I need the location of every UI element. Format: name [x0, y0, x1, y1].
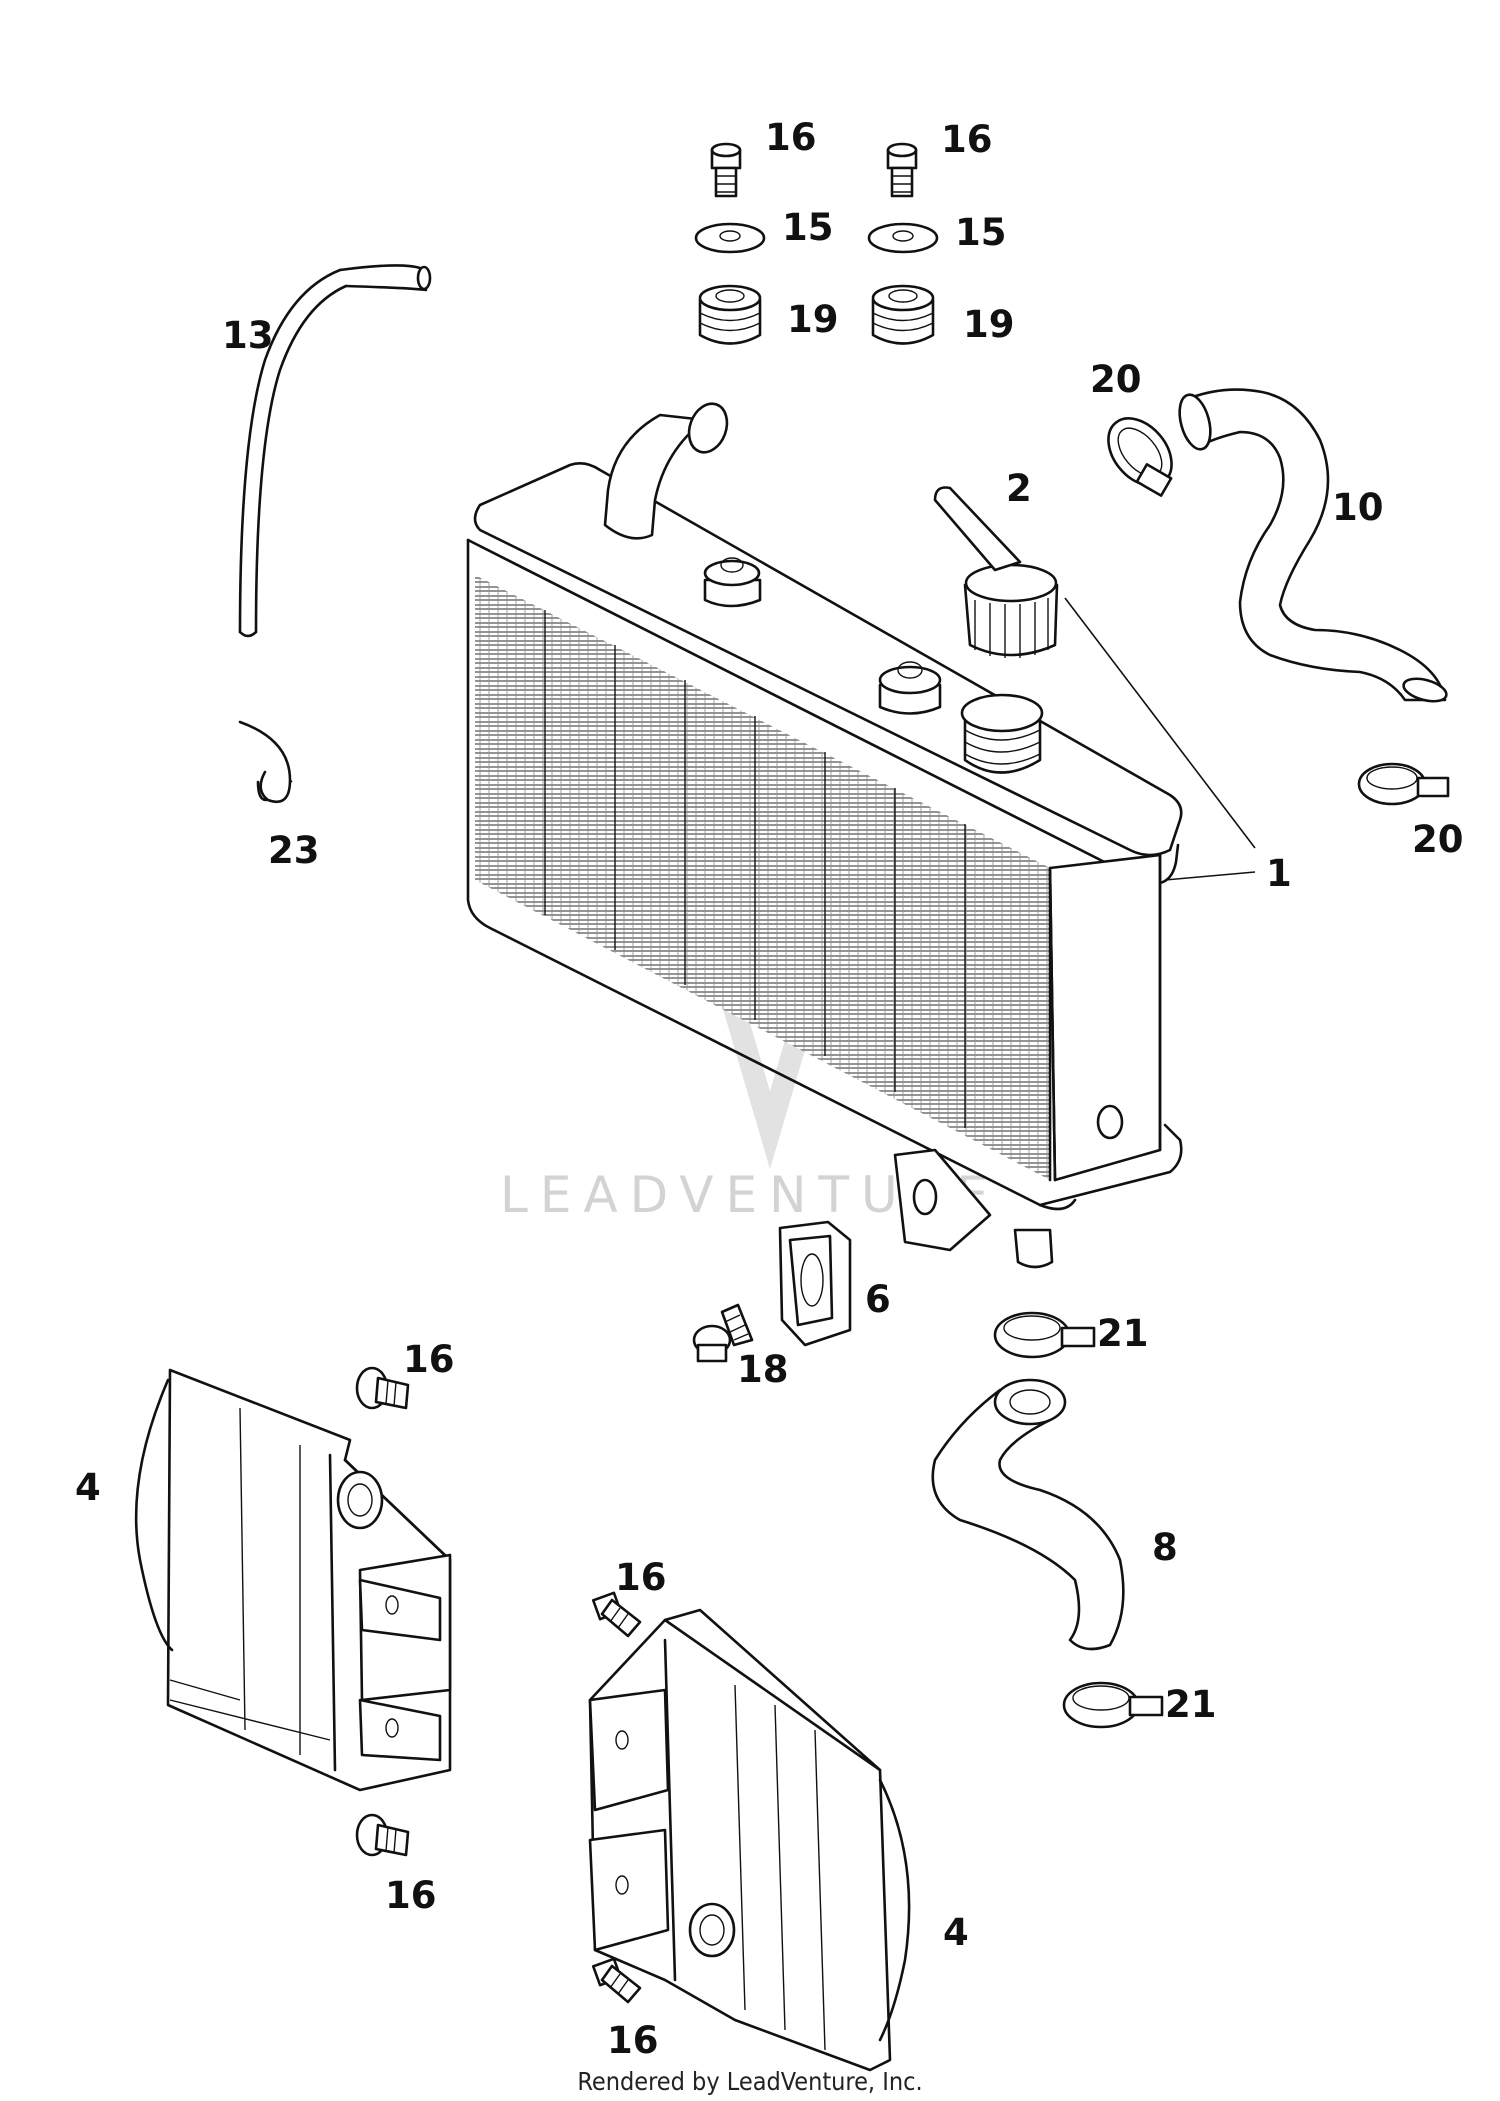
callout-15-a: 15	[782, 206, 834, 249]
overflow-hose	[238, 264, 432, 638]
callout-16-right-bottom: 16	[607, 2019, 659, 2062]
bolt-16-top-b	[886, 142, 918, 198]
callout-21-a: 21	[1097, 1312, 1149, 1355]
callout-2: 2	[1006, 467, 1032, 510]
bracket	[778, 1220, 852, 1347]
callout-18: 18	[737, 1348, 789, 1391]
hose-clamp-20-a	[1107, 417, 1173, 497]
callout-16-left-bottom: 16	[385, 1874, 437, 1917]
callout-4-right: 4	[943, 1911, 969, 1954]
hose-clamp-21-b	[1062, 1681, 1164, 1729]
radiator-guard-right	[588, 1608, 911, 2072]
callout-20-a: 20	[1090, 358, 1142, 401]
leader-lines	[289, 597, 1256, 881]
bolt-16-top-a	[710, 142, 742, 198]
radiator-guard-left	[134, 1368, 452, 1792]
callout-6: 6	[865, 1278, 891, 1321]
footer-credit: Rendered by LeadVenture, Inc.	[577, 2067, 922, 2096]
callout-labels: 1 2 4 4 6 8 10 13 15 15 16 16 16 16 16 1…	[75, 116, 1464, 2062]
callout-16-right-top: 16	[615, 1556, 667, 1599]
hose-clip	[238, 720, 292, 804]
radiator-cap	[933, 486, 1059, 658]
callout-16-top-a: 16	[765, 116, 817, 159]
lower-hose	[931, 1378, 1125, 1651]
callout-23: 23	[268, 829, 320, 872]
grommet-19-a	[698, 284, 762, 345]
callout-8: 8	[1152, 1526, 1178, 1569]
callout-19-b: 19	[963, 303, 1015, 346]
hose-clamp-20-b	[1357, 762, 1450, 806]
bolt-16-left-bottom	[355, 1813, 410, 1857]
hose-clamp-21-a	[993, 1311, 1096, 1359]
callout-16-top-b: 16	[941, 118, 993, 161]
upper-hose	[1178, 388, 1448, 703]
radiator	[466, 402, 1183, 1269]
bolt-16-right-top	[591, 1591, 642, 1638]
callout-20-b: 20	[1412, 818, 1464, 861]
callout-16-left-top: 16	[403, 1338, 455, 1381]
washer-15-b	[867, 222, 939, 254]
bolt-16-left-top	[355, 1366, 410, 1410]
callout-1: 1	[1266, 852, 1292, 895]
bolt-18	[692, 1303, 754, 1363]
callout-13: 13	[222, 314, 274, 357]
grommet-19-b	[871, 284, 935, 345]
callout-4-left: 4	[75, 1466, 101, 1509]
washer-15-a	[694, 222, 766, 254]
callout-21-b: 21	[1165, 1683, 1217, 1726]
bolt-16-right-bottom	[591, 1957, 642, 2004]
callout-19-a: 19	[787, 298, 839, 341]
callout-10: 10	[1332, 486, 1384, 529]
callout-15-b: 15	[955, 211, 1007, 254]
